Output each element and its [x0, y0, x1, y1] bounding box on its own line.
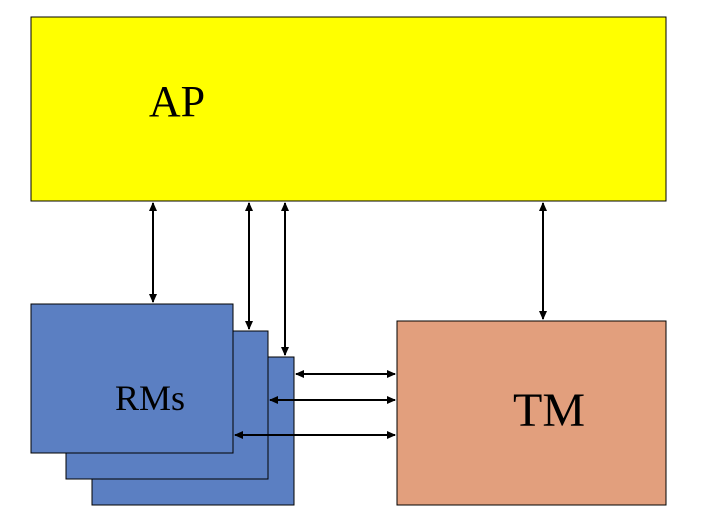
- tm-box: [396, 320, 667, 506]
- ap-label: AP: [149, 77, 205, 126]
- rms-label: RMs: [115, 378, 185, 418]
- rms-box-front: [30, 303, 234, 454]
- rms-node: RMs: [30, 303, 295, 506]
- ap-node: AP: [30, 16, 667, 202]
- ap-box: [30, 16, 667, 202]
- tm-node: TM: [396, 320, 667, 506]
- tm-label: TM: [513, 384, 585, 437]
